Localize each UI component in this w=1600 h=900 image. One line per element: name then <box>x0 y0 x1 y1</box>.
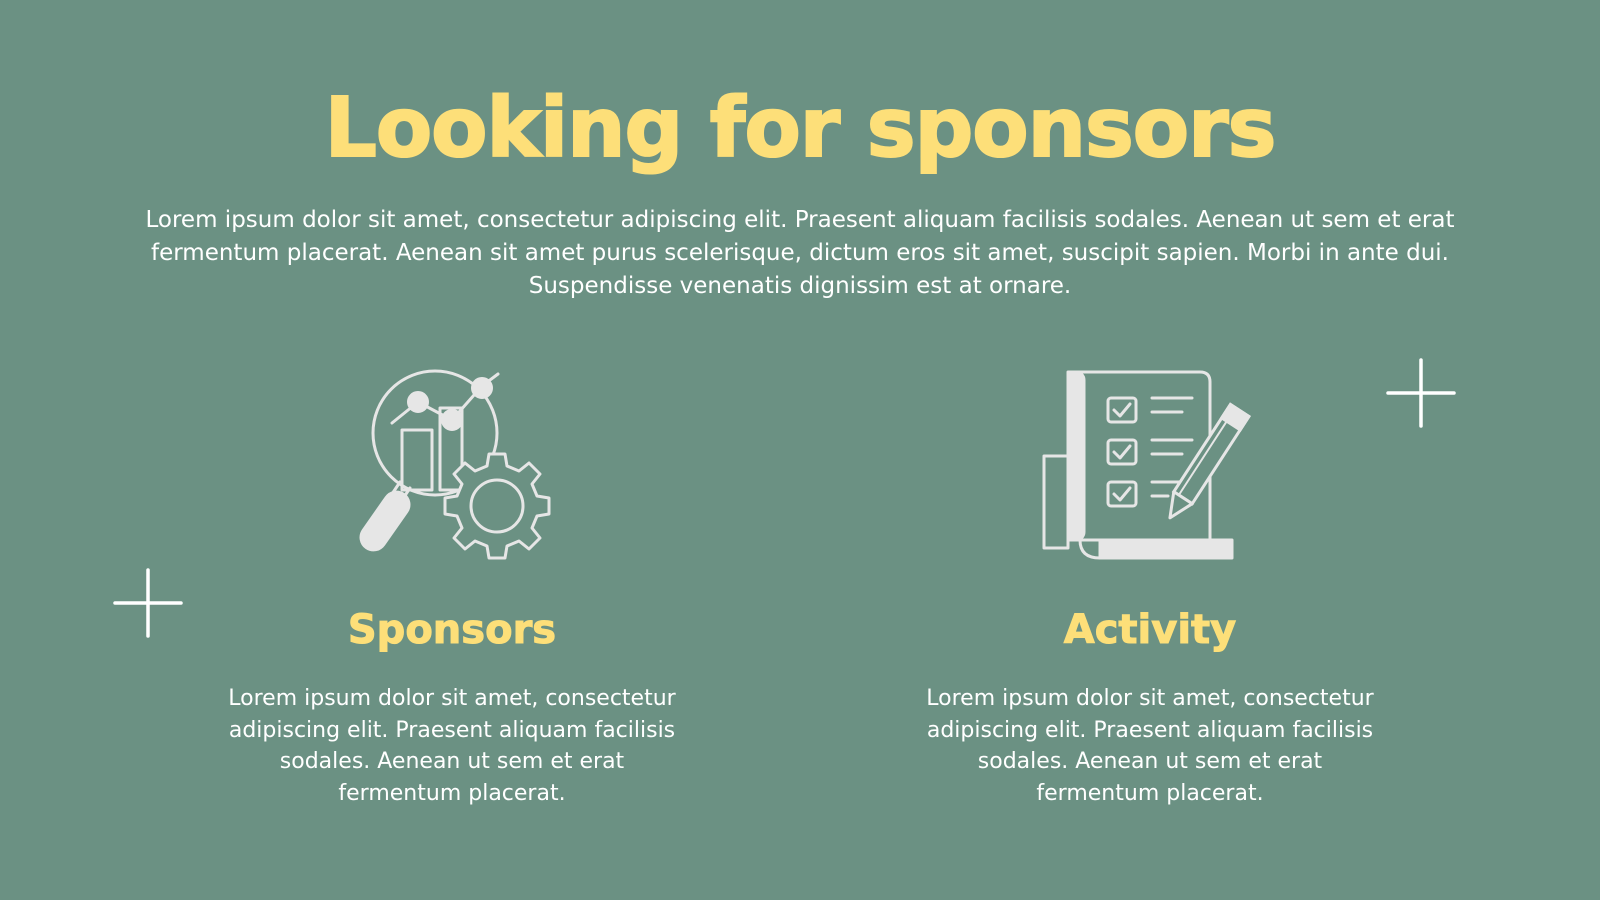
activity-column: Activity Lorem ipsum dolor sit amet, con… <box>890 368 1410 806</box>
activity-heading: Activity <box>1063 607 1237 653</box>
activity-icon-wrap <box>890 368 1410 568</box>
sponsors-column: Sponsors Lorem ipsum dolor sit amet, con… <box>192 368 712 806</box>
sparkle-right-icon <box>1386 358 1456 428</box>
checklist-pencil-icon <box>1042 370 1251 560</box>
analytics-gear-icon <box>359 369 551 560</box>
sponsors-icon-wrap <box>192 368 712 568</box>
sparkle-left-icon <box>113 568 183 638</box>
sponsors-text: Lorem ipsum dolor sit amet, consectetur … <box>228 686 676 806</box>
activity-text: Lorem ipsum dolor sit amet, consectetur … <box>926 686 1374 806</box>
sponsors-heading: Sponsors <box>347 607 557 653</box>
intro-paragraph: Lorem ipsum dolor sit amet, consectetur … <box>145 207 1455 299</box>
slide-title: Looking for sponsors <box>324 81 1278 176</box>
